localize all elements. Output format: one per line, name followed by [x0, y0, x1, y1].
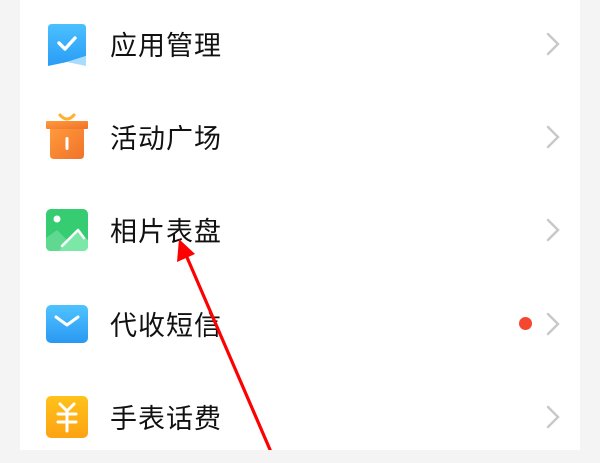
sms-envelope-icon [45, 302, 89, 346]
menu-item-label: 手表话费 [110, 404, 222, 435]
gift-box-icon [45, 113, 89, 159]
photo-watchface-icon [45, 208, 89, 252]
menu-item-watch-phone-bill[interactable]: 手表话费 [20, 370, 580, 463]
chevron-right-icon [546, 405, 560, 428]
settings-list-panel: 应用管理 活动广场 [20, 0, 580, 450]
chevron-right-icon [546, 125, 560, 148]
chevron-right-icon [546, 32, 560, 55]
unread-badge-dot [519, 317, 532, 330]
chevron-right-icon [546, 218, 560, 241]
menu-item-label: 活动广场 [110, 124, 222, 155]
menu-item-label: 代收短信 [110, 311, 222, 342]
yuan-currency-icon [45, 395, 89, 439]
menu-item-label: 相片表盘 [110, 217, 222, 248]
menu-item-app-management[interactable]: 应用管理 [20, 0, 580, 90]
menu-item-sms-proxy[interactable]: 代收短信 [20, 277, 580, 370]
menu-item-photo-watchface[interactable]: 相片表盘 [20, 183, 580, 276]
menu-item-label: 应用管理 [110, 31, 222, 62]
chevron-right-icon [546, 312, 560, 335]
menu-item-activity-plaza[interactable]: 活动广场 [20, 90, 580, 183]
app-management-icon [45, 22, 89, 66]
